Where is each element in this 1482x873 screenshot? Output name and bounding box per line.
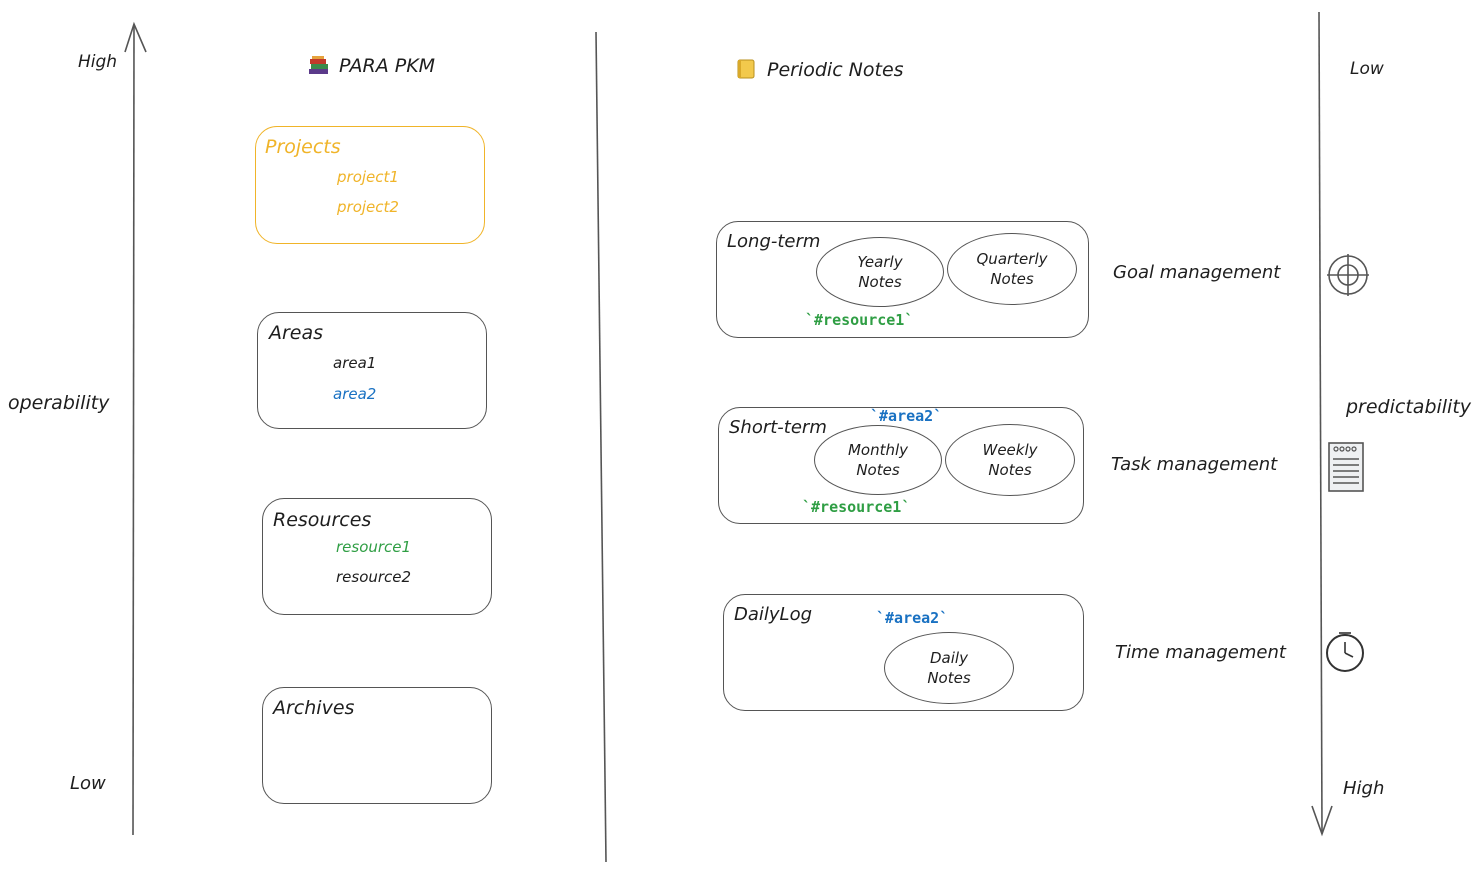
daily-notes-label: Daily Notes <box>927 649 971 687</box>
left-axis-bottom-label: Low <box>70 773 106 794</box>
left-axis-side-label: operability <box>8 392 110 414</box>
list-icon <box>1328 442 1364 496</box>
goal-management-label: Goal management <box>1113 262 1281 283</box>
areas-box <box>257 312 487 429</box>
right-axis-bottom-label: High <box>1343 778 1385 799</box>
right-axis-line <box>1318 11 1323 834</box>
long-term-box <box>716 221 1089 338</box>
daily-log-tag: `#area2` <box>876 609 949 627</box>
resource-item: resource1 <box>336 538 412 556</box>
resources-title: Resources <box>273 509 372 531</box>
project-item: project2 <box>337 198 399 216</box>
archives-title: Archives <box>273 697 355 719</box>
task-management-label: Task management <box>1111 454 1278 475</box>
books-icon <box>308 56 330 80</box>
long-term-tag: `#resource1` <box>805 311 914 329</box>
divider-left <box>595 31 607 863</box>
short-term-box <box>718 407 1084 524</box>
short-term-area-tag: `#area2` <box>870 407 943 425</box>
clock-icon <box>1325 631 1365 677</box>
weekly-notes-oval: Weekly Notes <box>945 424 1075 496</box>
target-icon <box>1327 254 1369 300</box>
quarterly-notes-label: Quarterly Notes <box>976 250 1048 288</box>
right-axis-side-label: predictability <box>1346 396 1472 418</box>
long-term-title: Long-term <box>727 231 821 252</box>
projects-title: Projects <box>265 136 341 158</box>
archives-box <box>262 687 492 804</box>
left-axis-top-label: High <box>78 52 118 72</box>
notebook-icon <box>737 59 755 83</box>
daily-notes-oval: Daily Notes <box>884 632 1014 704</box>
para-title: PARA PKM <box>339 55 436 77</box>
area-item: area1 <box>333 354 377 372</box>
daily-log-title: DailyLog <box>734 604 813 625</box>
daily-log-box <box>723 594 1084 711</box>
short-term-resource-tag: `#resource1` <box>802 498 911 516</box>
yearly-notes-label: Yearly Notes <box>857 253 903 291</box>
left-axis-arrowhead <box>124 21 147 53</box>
area-item: area2 <box>333 385 377 403</box>
periodic-title: Periodic Notes <box>767 59 904 81</box>
monthly-notes-label: Monthly Notes <box>847 441 909 479</box>
resource-item: resource2 <box>336 568 412 586</box>
monthly-notes-oval: Monthly Notes <box>814 425 942 495</box>
short-term-title: Short-term <box>729 417 827 438</box>
time-management-label: Time management <box>1115 642 1286 663</box>
left-axis-line <box>132 25 135 836</box>
resources-box <box>262 498 492 615</box>
areas-title: Areas <box>269 322 324 344</box>
right-axis-top-label: Low <box>1350 59 1384 79</box>
project-item: project1 <box>337 168 399 186</box>
quarterly-notes-oval: Quarterly Notes <box>947 233 1077 305</box>
weekly-notes-label: Weekly Notes <box>982 441 1038 479</box>
yearly-notes-oval: Yearly Notes <box>816 237 944 307</box>
projects-box <box>255 126 485 244</box>
right-axis-arrowhead <box>1311 805 1333 837</box>
